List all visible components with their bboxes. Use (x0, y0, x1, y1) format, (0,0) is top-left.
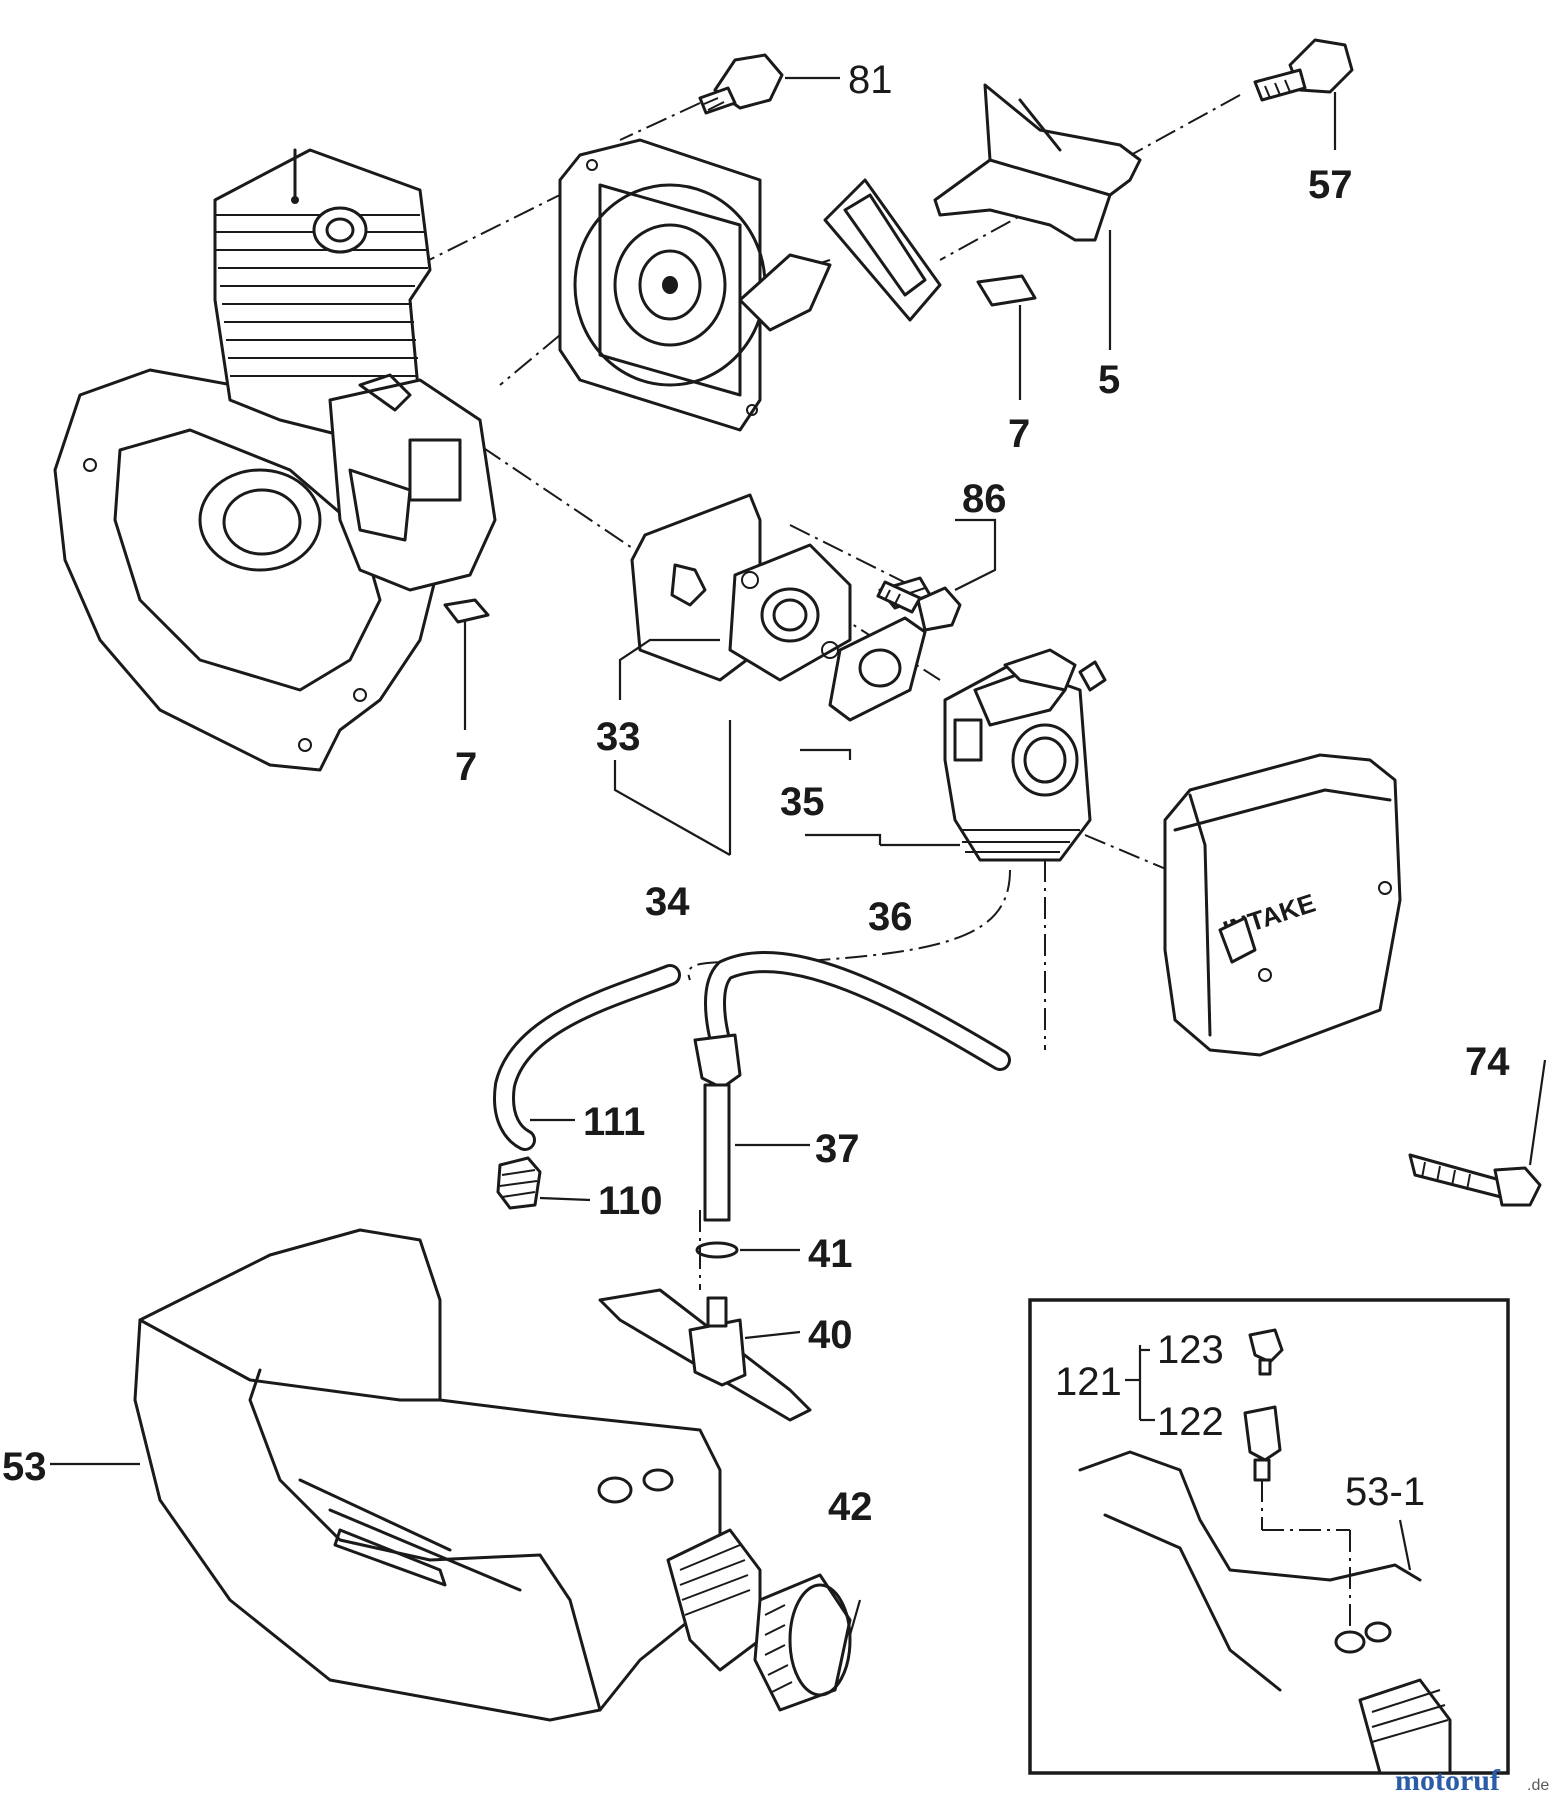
label-111: 111 (583, 1100, 645, 1144)
label-122: 122 (1157, 1400, 1224, 1444)
recoil-starter (558, 138, 942, 432)
label-53: 53 (2, 1445, 47, 1489)
air-cleaner: INTAKE (1163, 753, 1402, 1057)
label-42: 42 (828, 1485, 873, 1529)
bolt-86 (876, 580, 962, 632)
label-5: 5 (1098, 358, 1120, 402)
fuel-cap-42 (753, 1573, 852, 1712)
intake-group (630, 493, 932, 722)
watermark-logo: motoruf .de (1395, 1764, 1549, 1797)
label-86: 86 (962, 477, 1007, 521)
label-7-upper: 7 (1008, 412, 1030, 456)
fuel-tank-53 (133, 1228, 762, 1722)
label-81: 81 (848, 58, 893, 102)
label-121: 121 (1055, 1360, 1122, 1404)
bolt-74 (1408, 1153, 1542, 1207)
watermark-suffix: .de (1527, 1777, 1549, 1794)
inset-box (1028, 1298, 1510, 1775)
bracket-5-group (933, 38, 1354, 307)
label-36: 36 (868, 895, 913, 939)
bolt-81 (698, 53, 784, 115)
label-57: 57 (1308, 163, 1353, 207)
label-34: 34 (645, 880, 690, 924)
label-37: 37 (815, 1127, 860, 1171)
label-40: 40 (808, 1313, 853, 1357)
label-123: 123 (1157, 1328, 1224, 1372)
label-53-1: 53-1 (1345, 1470, 1425, 1514)
leader-lines (50, 76, 1547, 1636)
label-35: 35 (780, 780, 825, 824)
watermark-brand: motoruf (1395, 1764, 1501, 1797)
part-labels: 81 57 5 7 86 7 33 34 35 36 74 111 37 110… (2, 58, 1510, 1529)
label-7-lower: 7 (455, 745, 477, 789)
label-74: 74 (1465, 1040, 1510, 1084)
label-33: 33 (596, 715, 641, 759)
label-41: 41 (808, 1232, 853, 1276)
label-110: 110 (598, 1179, 663, 1223)
fuel-lines (493, 951, 1011, 1422)
carburetor-36 (943, 648, 1107, 862)
engine-block (53, 148, 497, 772)
